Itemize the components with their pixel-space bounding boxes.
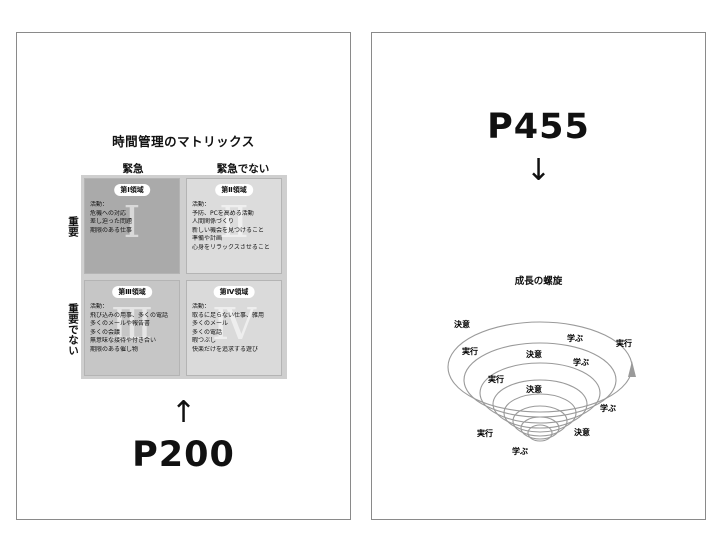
quadrant-item: 無意味な接待や付き合い [90, 337, 157, 344]
label-kettei: 決意 [454, 319, 470, 329]
quadrant-items: 活動： 危機への対応 差し迫った問題 期限のある仕事 [90, 201, 177, 235]
quadrant-1: Ⅰ 第Ⅰ領域 活動： 危機への対応 差し迫った問題 期限のある仕事 [84, 178, 180, 274]
quadrant-item: 心身をリラックスさせること [192, 243, 270, 251]
quadrant-numeral: Ⅳ [212, 299, 256, 350]
quadrant-item: 多くの会議 [90, 328, 121, 336]
label-manabu: 学ぶ [567, 333, 583, 343]
label-jikko: 実行 [477, 428, 493, 438]
row-header-important: 重要 [67, 216, 79, 237]
quadrant-item: 差し迫った問題 [90, 218, 133, 225]
quadrant-item: 危機への対応 [90, 209, 127, 217]
quadrant-4: Ⅳ 第Ⅳ領域 活動： 取るに足らない仕事、雑用 多くのメール 多くの電話 暇つぶ… [186, 280, 282, 376]
label-kettei: 決意 [574, 427, 590, 437]
page-number-label: P455 [487, 107, 590, 147]
time-management-matrix: Ⅰ 第Ⅰ領域 活動： 危機への対応 差し迫った問題 期限のある仕事 Ⅱ 第Ⅱ領域… [81, 175, 287, 379]
matrix-title: 時間管理のマトリックス [112, 134, 255, 149]
quadrant-2: Ⅱ 第Ⅱ領域 活動： 予防、PCを高める活動 人間関係づくり 新しい機会を見つけ… [186, 178, 282, 274]
quadrant-3: Ⅲ 第Ⅲ領域 活動： 飛び込みの用事、多くの電話 多くのメールや報告書 多くの会… [84, 280, 180, 376]
quadrant-badge: 第Ⅱ領域 [215, 184, 253, 196]
quadrant-items: 活動： 飛び込みの用事、多くの電話 多くのメールや報告書 多くの会議 無意味な接… [90, 303, 177, 354]
quadrant-items: 活動： 取るに足らない仕事、雑用 多くのメール 多くの電話 暇つぶし 快楽だけを… [192, 303, 279, 354]
label-jikko: 実行 [488, 374, 504, 384]
column-header-not-urgent: 緊急でない [216, 163, 270, 175]
quadrant-item: 活動： [192, 201, 211, 208]
spiral-ring [512, 405, 568, 437]
quadrant-item: 取るに足らない仕事、雑用 [192, 311, 265, 319]
spiral-arrowhead-icon [628, 361, 636, 377]
quadrant-item: 期限のある催し物 [90, 345, 139, 353]
quadrant-numeral: Ⅲ [110, 299, 154, 350]
column-header-urgent: 緊急 [122, 163, 144, 175]
label-manabu: 学ぶ [600, 403, 616, 413]
label-jikko: 実行 [616, 338, 632, 348]
quadrant-numeral: Ⅱ [219, 197, 249, 248]
label-manabu: 学ぶ [512, 446, 528, 456]
label-kettei: 決意 [526, 384, 542, 394]
label-manabu: 学ぶ [573, 357, 589, 367]
spiral-title: 成長の螺旋 [514, 276, 563, 287]
quadrant-item: 快楽だけを追求する遊び [192, 345, 259, 353]
quadrant-item: 暇つぶし [192, 337, 217, 344]
spiral-ring [520, 416, 560, 440]
growth-spiral-diagram: 決意 実行 学ぶ 実行 決意 学ぶ 実行 決意 学ぶ 実行 決意 学ぶ [447, 319, 636, 456]
quadrant-item: 期限のある仕事 [90, 226, 133, 234]
quadrant-item: 準備や計画 [192, 235, 223, 242]
quadrant-badge: 第Ⅳ領域 [213, 286, 255, 298]
quadrant-items: 活動： 予防、PCを高める活動 人間関係づくり 新しい機会を見つけること 準備や… [192, 201, 279, 252]
page-left: 時間管理のマトリックス 緊急 緊急でない 重要 重要でない Ⅰ 第Ⅰ領域 活動：… [16, 32, 351, 520]
spiral-ring [527, 424, 553, 442]
arrow-up-icon: ↑ [170, 395, 197, 430]
quadrant-badge: 第Ⅲ領域 [112, 286, 152, 298]
quadrant-badge: 第Ⅰ領域 [114, 184, 150, 196]
quadrant-item: 活動： [90, 201, 109, 208]
spiral-ring [492, 379, 588, 429]
page-right: P455 ↓ 成長の螺旋 決意 実行 学ぶ 実行 決意 学ぶ 実行 決意 学ぶ … [371, 32, 706, 520]
quadrant-item: 活動： [90, 303, 109, 310]
spiral-ring [479, 362, 601, 424]
label-kettei: 決意 [526, 349, 542, 359]
arrow-down-icon: ↓ [525, 153, 552, 188]
quadrant-item: 多くの電話 [192, 328, 223, 336]
label-jikko: 実行 [462, 346, 478, 356]
quadrant-item: 新しい機会を見つけること [192, 226, 265, 234]
quadrant-numeral: Ⅰ [123, 197, 141, 248]
page-number-label: P200 [132, 435, 235, 475]
quadrant-item: 飛び込みの用事、多くの電話 [90, 311, 169, 319]
quadrant-item: 予防、PCを高める活動 [192, 209, 254, 217]
quadrant-item: 人間関係づくり [192, 218, 235, 225]
quadrant-item: 多くのメールや報告書 [90, 320, 151, 327]
row-header-not-important: 重要でない [67, 303, 79, 356]
spiral-ring [447, 321, 633, 413]
quadrant-item: 多くのメール [192, 320, 229, 327]
quadrant-item: 活動： [192, 303, 211, 310]
spiral-ring [503, 393, 577, 433]
